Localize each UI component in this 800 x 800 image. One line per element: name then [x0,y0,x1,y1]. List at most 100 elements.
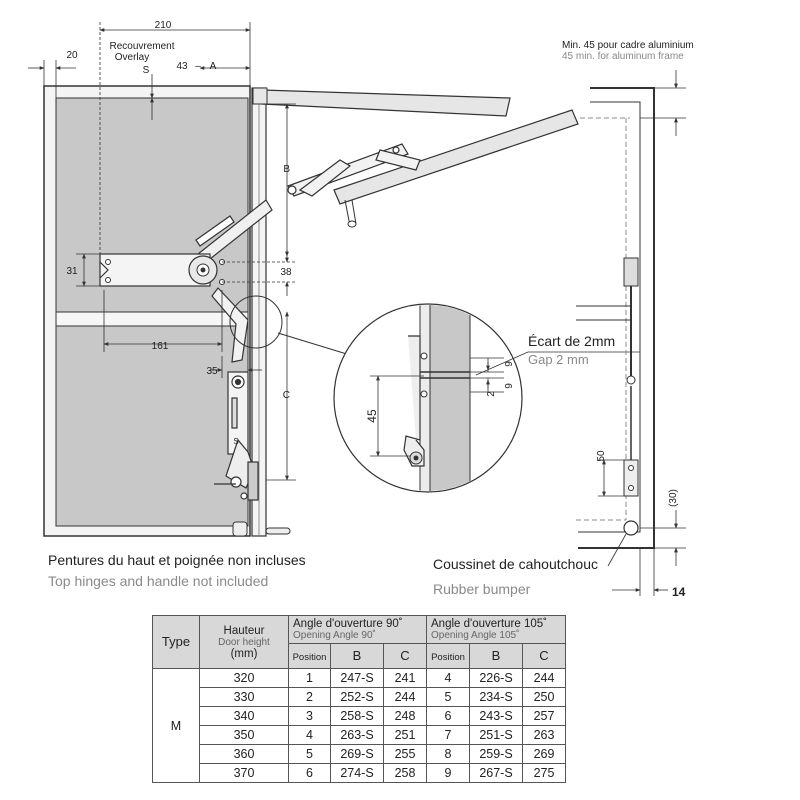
table-cell: 263-S [330,725,384,745]
hinge-s: S [233,437,238,446]
dim-c: C [283,390,290,401]
position-header-90: Position [288,643,331,669]
table-cell: 6 [288,763,331,783]
position-header-105: Position [426,643,470,669]
dim-43-sep: – [195,61,201,72]
dim-210: 210 [155,20,172,31]
overlay-label-en: Overlay [115,52,149,63]
dim-43: 43 [176,61,188,72]
table-cell: 320 [199,668,289,688]
table-cell: 257 [522,706,566,726]
table-cell: 258-S [330,706,384,726]
table-cell: 241 [383,668,427,688]
overlay-label-fr: Recouvrement [109,41,174,52]
technical-drawing: 210 20 Recouvrement Overlay S 43 – A Min… [28,20,694,599]
table-row: M 320 1 247-S 241 4 226-S 244 [152,668,566,783]
min-frame-en: 45 min. for aluminum frame [562,51,684,62]
hinges-note-en: Top hinges and handle not included [48,573,269,589]
left-dimensions [28,22,296,481]
right-dimensions [598,70,686,596]
dim-9-bottom: 9 [504,383,515,389]
table-cell: 7 [426,725,470,745]
table-cell: 269 [522,744,566,764]
table-cell: 360 [199,744,289,764]
table-cell: 370 [199,763,289,783]
angle90-header: Angle d'ouverture 90˚ Opening Angle 90˚ [288,615,427,644]
rubber-bumper [623,520,639,536]
b-header-90: B [330,643,384,669]
table-cell: 263 [522,725,566,745]
dim-9-top: 9 [504,361,515,367]
c-header-90: C [383,643,427,669]
table-cell: 248 [383,706,427,726]
mounting-plate [99,253,225,287]
c-header-105: C [522,643,566,669]
gap-detail [333,303,640,493]
open-door-upper [261,89,511,117]
table-cell: 350 [199,725,289,745]
gap-label-en: Gap 2 mm [528,352,589,367]
table-cell: 4 [426,668,470,688]
table-cell: 259-S [469,744,523,764]
table-row: 360 5 269-S 255 8 259-S 269 [153,744,566,764]
bumper-label-en: Rubber bumper [433,581,531,597]
table-cell: 243-S [469,706,523,726]
cabinet-side-view [576,87,655,567]
spec-table: Type Hauteur Door height (mm) Angle d'ou… [152,615,566,783]
table-cell: 6 [426,706,470,726]
detail-marker [229,295,283,349]
table-cell: 1 [288,668,331,688]
table-cell: 5 [426,687,470,707]
dim-35: 35 [206,366,218,377]
min-frame-fr: Min. 45 pour cadre aluminium [562,40,694,51]
type-cell: M [152,668,200,783]
table-cell: 244 [522,668,566,688]
table-cell: 255 [383,744,427,764]
angle105-header: Angle d'ouverture 105˚ Opening Angle 105… [426,615,566,644]
dim-a: A [210,61,217,72]
dim-45: 45 [365,409,379,423]
table-row: 370 6 274-S 258 9 267-S 275 [153,763,566,783]
table-cell: 5 [288,744,331,764]
table-row: 350 4 263-S 251 7 251-S 263 [153,725,566,745]
table-cell: 3 [288,706,331,726]
table-cell: 269-S [330,744,384,764]
table-cell: 267-S [469,763,523,783]
open-door-lower [333,109,579,205]
table-cell: 4 [288,725,331,745]
dim-b: B [283,164,290,175]
dim-30: (30) [668,489,679,507]
table-cell: 251 [383,725,427,745]
table-cell: 251-S [469,725,523,745]
table-cell: 8 [426,744,470,764]
hinges-note-fr: Pentures du haut et poignée non incluses [48,552,306,568]
lower-mechanism [211,287,259,501]
table-cell: 330 [199,687,289,707]
table-cell: 250 [522,687,566,707]
upper-linkage [187,143,421,271]
table-row: 340 3 258-S 248 6 243-S 257 [153,706,566,726]
dim-14: 14 [672,585,686,599]
overlay-s: S [143,65,150,76]
table-row: 330 2 252-S 244 5 234-S 250 [153,687,566,707]
dim-38: 38 [280,267,292,278]
table-cell: 226-S [469,668,523,688]
bumper-label-fr: Coussinet de cahoutchouc [433,556,598,572]
type-header: Type [152,615,200,669]
table-cell: 244 [383,687,427,707]
table-cell: 274-S [330,763,384,783]
b-header-105: B [469,643,523,669]
table-cell: 252-S [330,687,384,707]
dim-161: 161 [152,341,169,352]
gap-label-fr: Écart de 2mm [528,333,615,349]
table-cell: 247-S [330,668,384,688]
dim-20: 20 [66,50,78,61]
dim-50: 50 [596,450,607,462]
cabinet-front-view [43,85,579,537]
table-cell: 234-S [469,687,523,707]
table-cell: 340 [199,706,289,726]
table-cell: 2 [288,687,331,707]
table-cell: 9 [426,763,470,783]
dim-31: 31 [66,266,78,277]
dim-2: 2 [486,391,497,397]
